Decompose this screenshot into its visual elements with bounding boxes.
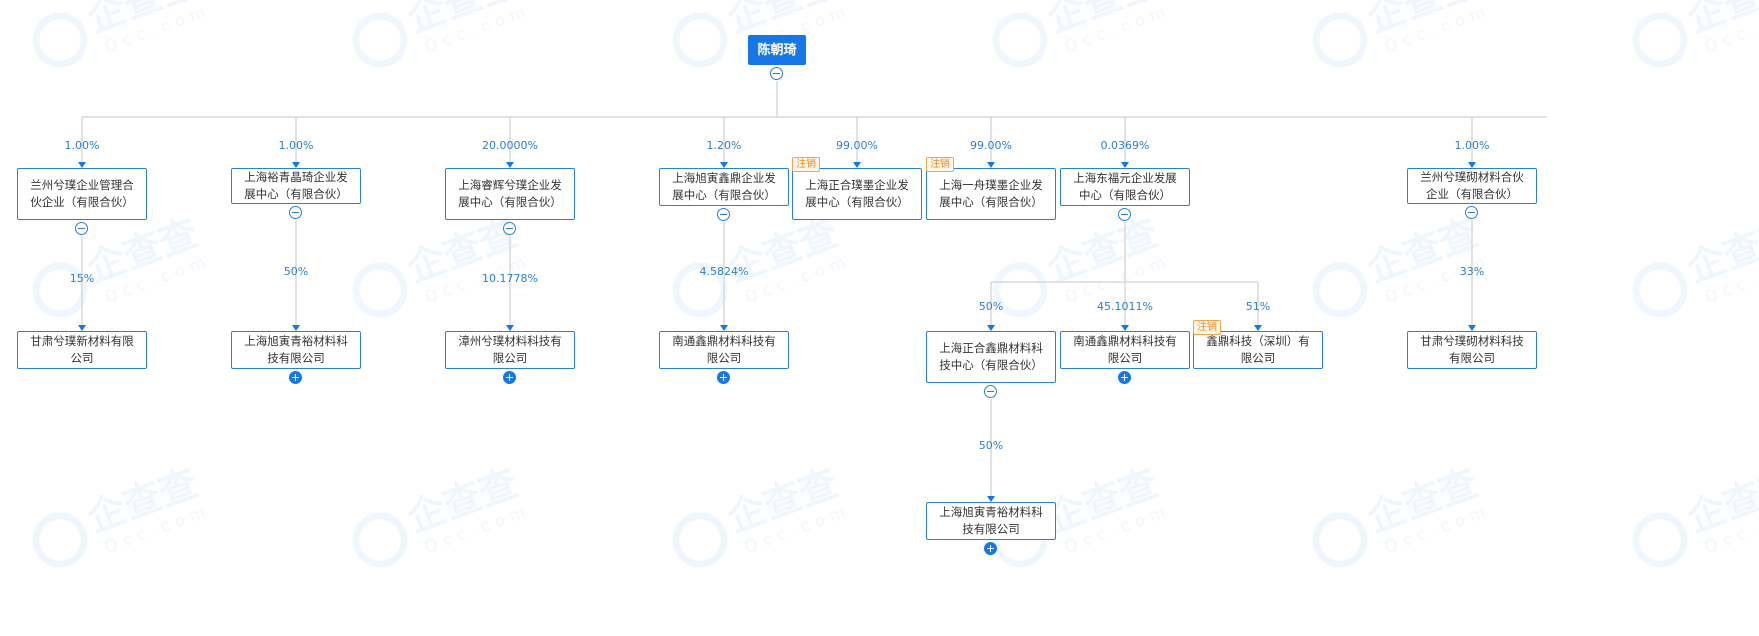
shareholder-entity-node[interactable]: 上海正合璞墨企业发展中心（有限合伙） 注销: [792, 157, 922, 220]
expand-icon[interactable]: [503, 371, 516, 384]
root-person-node[interactable]: 陈朝琦: [748, 35, 806, 65]
arrow-head: [1121, 325, 1129, 331]
collapse-icon[interactable]: [1118, 208, 1131, 221]
share-percentage: 0.0369%: [1100, 139, 1150, 152]
entity-name: 甘肃兮璞砌材料科技有限公司: [1420, 334, 1524, 365]
shareholder-entity-node[interactable]: 上海睿辉兮璞企业发展中心（有限合伙）: [445, 168, 575, 220]
arrow-head: [720, 325, 728, 331]
entity-name: 南通鑫鼎材料科技有限公司: [672, 334, 776, 365]
share-percentage: 1.00%: [278, 139, 314, 152]
invested-company-node[interactable]: 甘肃兮璞新材料有限公司: [17, 331, 147, 369]
shareholder-entity-node[interactable]: 兰州兮璞企业管理合伙企业（有限合伙）: [17, 168, 147, 220]
deregistered-badge: 注销: [792, 157, 820, 172]
arrow-head: [1468, 325, 1476, 331]
share-percentage: 50%: [978, 300, 1004, 313]
entity-name: 上海正合鑫鼎材料科技中心（有限合伙）: [939, 341, 1043, 372]
share-percentage: 51%: [1245, 300, 1271, 313]
share-percentage: 1.00%: [1454, 139, 1490, 152]
entity-name: 上海旭寅青裕材料科技有限公司: [939, 505, 1043, 536]
entity-name: 上海旭寅青裕材料科技有限公司: [244, 334, 348, 365]
entity-name: 兰州兮璞企业管理合伙企业（有限合伙）: [30, 178, 134, 209]
entity-name: 上海正合璞墨企业发展中心（有限合伙）: [805, 178, 909, 209]
entity-name: 漳州兮璞材料科技有限公司: [458, 334, 562, 365]
invested-company-node[interactable]: 上海正合鑫鼎材料科技中心（有限合伙）: [926, 331, 1056, 383]
collapse-icon[interactable]: [503, 222, 516, 235]
entity-name: 南通鑫鼎材料科技有限公司: [1073, 334, 1177, 365]
invested-company-node[interactable]: 上海旭寅青裕材料科技有限公司: [926, 502, 1056, 540]
expand-icon[interactable]: [984, 542, 997, 555]
collapse-icon[interactable]: [717, 208, 730, 221]
shareholder-entity-node[interactable]: 上海东福元企业发展中心（有限合伙）: [1060, 168, 1190, 206]
arrow-head: [987, 325, 995, 331]
shareholder-entity-node[interactable]: 上海一舟璞墨企业发展中心（有限合伙） 注销: [926, 157, 1056, 220]
collapse-icon[interactable]: [984, 385, 997, 398]
entity-name: 上海一舟璞墨企业发展中心（有限合伙）: [939, 178, 1043, 209]
entity-name: 上海旭寅鑫鼎企业发展中心（有限合伙）: [672, 171, 776, 202]
shareholder-entity-node[interactable]: 上海旭寅鑫鼎企业发展中心（有限合伙）: [659, 168, 789, 206]
entity-name: 鑫鼎科技（深圳）有限公司: [1206, 334, 1310, 365]
invested-company-node[interactable]: 南通鑫鼎材料科技有限公司: [1060, 331, 1190, 369]
entity-name: 上海裕青晶琦企业发展中心（有限合伙）: [244, 170, 348, 201]
shareholder-entity-node[interactable]: 上海裕青晶琦企业发展中心（有限合伙）: [231, 168, 361, 204]
arrow-head: [292, 162, 300, 168]
entity-name: 甘肃兮璞新材料有限公司: [30, 334, 134, 365]
expand-icon[interactable]: [289, 371, 302, 384]
arrow-head: [506, 162, 514, 168]
share-percentage: 99.00%: [970, 139, 1012, 152]
arrow-head: [292, 325, 300, 331]
share-percentage: 10.1778%: [482, 272, 538, 285]
share-percentage: 15%: [69, 272, 95, 285]
invested-company-node[interactable]: 鑫鼎科技（深圳）有限公司注销: [1193, 320, 1323, 369]
collapse-icon[interactable]: [1465, 206, 1478, 219]
share-percentage: 45.1011%: [1097, 300, 1153, 313]
share-percentage: 50%: [283, 265, 309, 278]
deregistered-badge: 注销: [926, 157, 954, 172]
collapse-icon[interactable]: [289, 206, 302, 219]
share-percentage: 99.00%: [836, 139, 878, 152]
arrow-head: [1468, 162, 1476, 168]
invested-company-node[interactable]: 上海旭寅青裕材料科技有限公司: [231, 331, 361, 369]
shareholder-entity-node[interactable]: 兰州兮璞砌材料合伙企业（有限合伙）: [1407, 168, 1537, 204]
arrow-head: [506, 325, 514, 331]
invested-company-node[interactable]: 甘肃兮璞砌材料科技有限公司: [1407, 331, 1537, 369]
share-percentage: 33%: [1459, 265, 1485, 278]
share-percentage: 1.00%: [64, 139, 100, 152]
entity-name: 上海东福元企业发展中心（有限合伙）: [1073, 171, 1177, 202]
share-percentage: 20.0000%: [482, 139, 538, 152]
invested-company-node[interactable]: 漳州兮璞材料科技有限公司: [445, 331, 575, 369]
arrow-head: [78, 325, 86, 331]
entity-name: 兰州兮璞砌材料合伙企业（有限合伙）: [1420, 170, 1524, 201]
expand-icon[interactable]: [1118, 371, 1131, 384]
entity-name: 上海睿辉兮璞企业发展中心（有限合伙）: [458, 178, 562, 209]
arrow-head: [987, 162, 995, 168]
arrow-head: [1121, 162, 1129, 168]
deregistered-badge: 注销: [1193, 320, 1221, 335]
collapse-icon[interactable]: [75, 222, 88, 235]
collapse-icon[interactable]: [770, 67, 783, 80]
expand-icon[interactable]: [717, 371, 730, 384]
share-percentage: 4.5824%: [699, 265, 749, 278]
arrow-head: [78, 162, 86, 168]
share-percentage: 1.20%: [706, 139, 742, 152]
arrow-head: [1254, 325, 1262, 331]
arrow-head: [987, 496, 995, 502]
share-percentage: 50%: [978, 439, 1004, 452]
invested-company-node[interactable]: 南通鑫鼎材料科技有限公司: [659, 331, 789, 369]
arrow-head: [720, 162, 728, 168]
arrow-head: [853, 162, 861, 168]
